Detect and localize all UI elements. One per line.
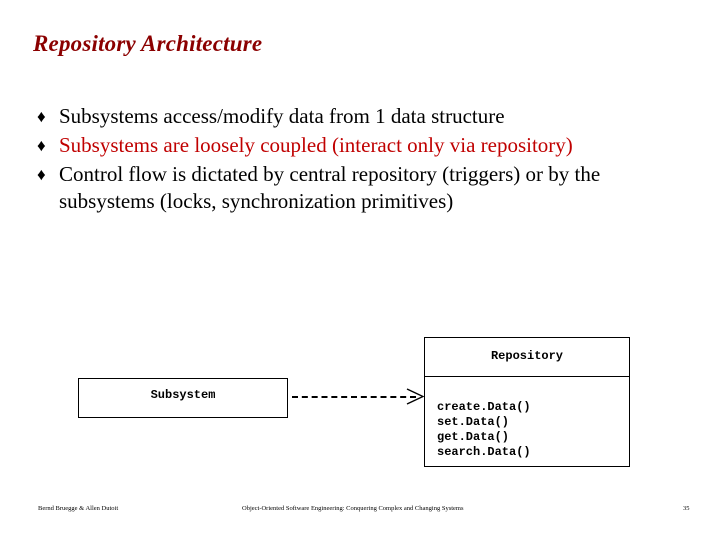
repository-label: Repository bbox=[490, 349, 563, 363]
page-title: Repository Architecture bbox=[33, 31, 263, 56]
bullet-marker-icon: ♦ bbox=[37, 165, 46, 184]
slide-footer: Bernd Bruegge & Allen Dutoit Object-Orie… bbox=[0, 505, 720, 529]
bullet-list: ♦ Subsystems access/modify data from 1 d… bbox=[33, 103, 673, 217]
repository-box bbox=[424, 337, 630, 467]
footer-booktitle: Object-Oriented Software Engineering: Co… bbox=[242, 505, 464, 512]
repository-operations: create.Data() set.Data() get.Data() sear… bbox=[437, 400, 531, 460]
repository-divider bbox=[424, 376, 630, 377]
list-item: ♦ Subsystems access/modify data from 1 d… bbox=[33, 103, 673, 130]
list-item: ♦ Subsystems are loosely coupled (intera… bbox=[33, 132, 673, 159]
arrow-head-icon bbox=[406, 388, 424, 405]
bullet-marker-icon: ♦ bbox=[37, 107, 46, 126]
bullet-text: Subsystems access/modify data from 1 dat… bbox=[59, 104, 505, 128]
subsystem-label: Subsystem bbox=[150, 388, 216, 402]
list-item: ♦ Control flow is dictated by central re… bbox=[33, 161, 673, 215]
bullet-text: Subsystems are loosely coupled (interact… bbox=[59, 133, 573, 157]
subsystem-box bbox=[78, 378, 288, 418]
association-dashed-line bbox=[292, 396, 416, 398]
repository-operations-text: create.Data() set.Data() get.Data() sear… bbox=[437, 400, 531, 459]
footer-authors: Bernd Bruegge & Allen Dutoit bbox=[38, 505, 119, 512]
footer-page-number: 35 bbox=[683, 505, 690, 512]
bullet-marker-icon: ♦ bbox=[37, 136, 46, 155]
bullet-text: Control flow is dictated by central repo… bbox=[59, 162, 601, 213]
